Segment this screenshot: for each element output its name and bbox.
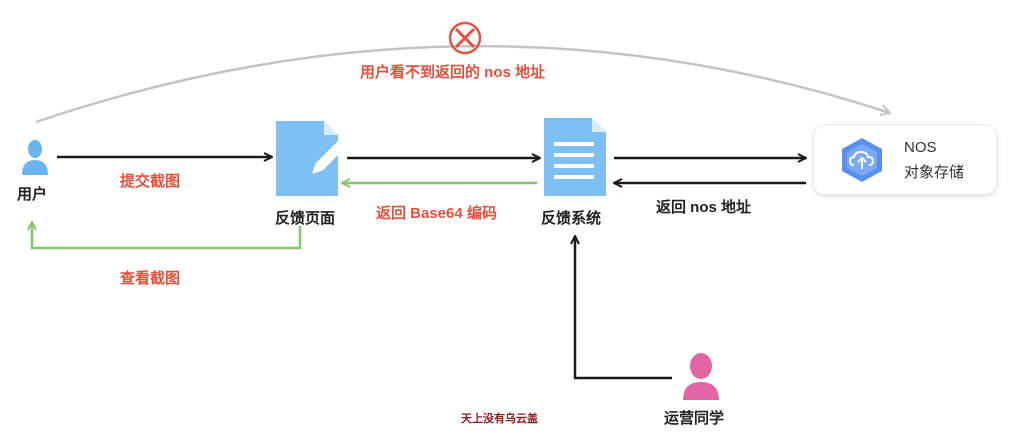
doc-list-icon (544, 118, 606, 196)
arrow-ops-to-system (575, 236, 672, 380)
person-icon (683, 353, 719, 400)
label-return-nos-address: 返回 nos 地址 (656, 199, 752, 216)
user-icon (22, 140, 48, 175)
label-user-cannot-see: 用户看不到返回的 nos 地址 (360, 64, 546, 81)
nos-card (814, 126, 996, 194)
arrow-view (32, 222, 302, 250)
watermark-text: 天上没有乌云盖 (461, 413, 538, 425)
label-submit-screenshot: 提交截图 (120, 173, 181, 190)
label-return-base64: 返回 Base64 编码 (376, 205, 497, 222)
edit-doc-icon (276, 121, 352, 196)
label-view-screenshot: 查看截图 (120, 270, 181, 287)
node-user-label: 用户 (17, 186, 48, 203)
node-feedback-page-label: 反馈页面 (275, 210, 336, 227)
arc-user-to-nos (35, 45, 890, 124)
node-feedback-system-label: 反馈系统 (541, 210, 602, 227)
nos-subtitle: 对象存储 (904, 164, 965, 181)
nos-title: NOS (904, 139, 937, 156)
node-ops-label: 运营同学 (664, 410, 725, 427)
cross-circle-icon (448, 21, 482, 55)
cloud-upload-icon (842, 138, 882, 182)
